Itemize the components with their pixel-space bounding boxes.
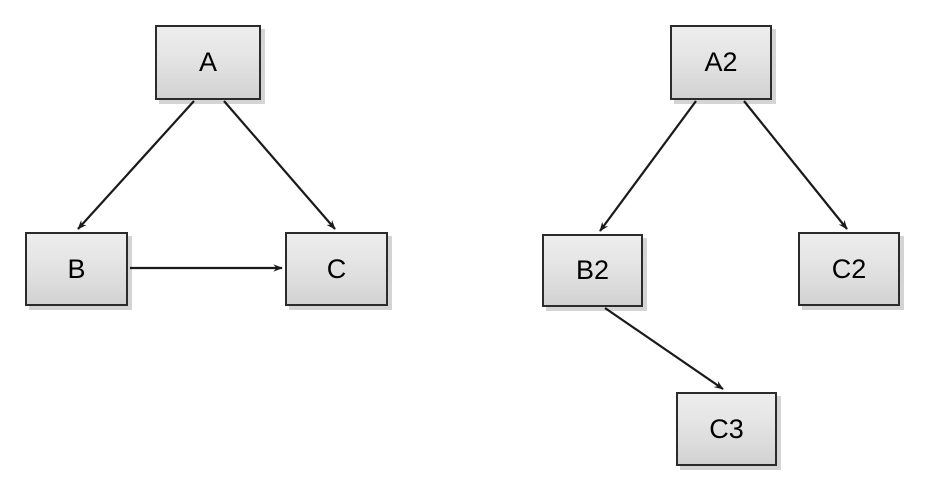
- node-c[interactable]: C: [285, 232, 388, 306]
- node-label-b: B: [67, 253, 86, 284]
- node-b2[interactable]: B2: [542, 234, 643, 307]
- node-c2[interactable]: C2: [798, 232, 900, 306]
- node-label-a2: A2: [704, 47, 738, 77]
- node-b[interactable]: B: [25, 232, 128, 306]
- node-label-c3: C3: [709, 413, 744, 444]
- node-c3[interactable]: C3: [676, 392, 777, 466]
- edge-a2-to-c2[interactable]: [743, 100, 848, 230]
- edge-a-to-b[interactable]: [77, 100, 195, 230]
- edges-group: [77, 100, 848, 390]
- node-a2[interactable]: A2: [670, 25, 772, 100]
- node-label-c: C: [326, 253, 347, 284]
- node-label-b2: B2: [575, 255, 610, 285]
- edge-a2-to-b2[interactable]: [599, 100, 697, 232]
- node-label-a: A: [198, 47, 217, 77]
- node-label-c2: C2: [831, 253, 867, 284]
- node-a[interactable]: A: [155, 25, 261, 100]
- edge-b2-to-c3[interactable]: [604, 307, 724, 390]
- edge-a-to-c[interactable]: [223, 100, 336, 230]
